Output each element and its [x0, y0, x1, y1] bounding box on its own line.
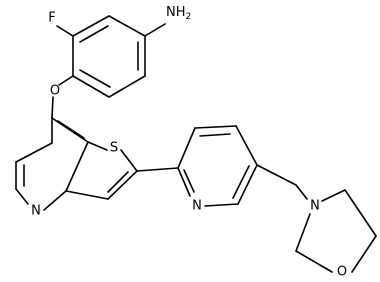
amine-label: NH2 — [166, 5, 191, 22]
bond — [344, 189, 377, 237]
bond — [235, 125, 258, 166]
bond — [194, 125, 237, 129]
double-bond-inner — [183, 169, 195, 193]
morpholine-ring — [295, 189, 377, 273]
bond-ring-ch2 — [256, 164, 297, 186]
thienopyridine-core — [15, 117, 138, 211]
bond — [107, 170, 138, 200]
bond-c-n-amine — [144, 23, 166, 37]
bond — [321, 189, 346, 202]
morpholine-oxygen-label: O — [337, 265, 347, 280]
double-bond-inner — [232, 165, 250, 199]
bond — [108, 15, 146, 37]
ether-oxygen-label: O — [50, 84, 60, 99]
amine-label-subscript: 2 — [186, 12, 192, 22]
double-bond-inner — [107, 171, 129, 193]
bond — [65, 190, 109, 200]
pyridine-nitrogen-right-label: N — [192, 199, 202, 214]
bond — [72, 15, 110, 37]
sulfur-label: S — [110, 141, 118, 156]
bond-thiophene-pyridine — [136, 167, 179, 172]
bond — [295, 213, 311, 252]
bond — [120, 149, 138, 172]
bond — [51, 117, 89, 143]
amine-label-main: NH — [166, 5, 186, 20]
bond — [65, 141, 89, 192]
fluorine-label: F — [48, 11, 55, 26]
double-bond-inner — [57, 120, 85, 139]
bond-o-c-ether — [51, 96, 54, 119]
bond — [43, 190, 67, 211]
bond-c-f — [56, 25, 74, 37]
bond — [15, 142, 53, 163]
fluoroaniline-ring — [72, 15, 146, 98]
bond — [15, 188, 29, 205]
bond — [72, 75, 110, 98]
bond — [237, 164, 258, 205]
bond-ch2-n — [295, 184, 308, 200]
bond — [177, 167, 191, 197]
bond — [177, 127, 196, 169]
double-bond-inner — [199, 133, 231, 137]
morpholine-nitrogen-label: N — [310, 199, 320, 214]
bond — [108, 75, 146, 98]
bond — [295, 250, 333, 273]
pyridine-ring — [177, 125, 258, 207]
double-bond-inner — [79, 69, 111, 88]
bond — [87, 141, 108, 151]
bond-c-o-ether — [58, 75, 74, 86]
double-bond-inner — [79, 25, 109, 43]
bond — [351, 235, 377, 273]
pyridine-nitrogen-left-label: N — [31, 204, 41, 219]
bond — [204, 203, 239, 207]
